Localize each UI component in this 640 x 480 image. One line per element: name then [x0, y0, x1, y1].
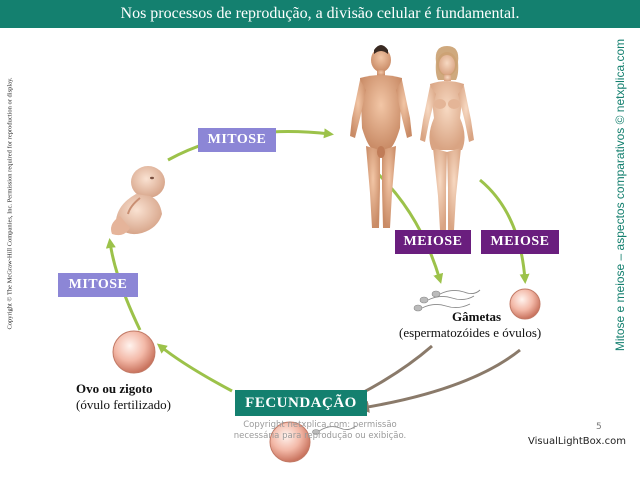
footer-copyright: Copyright netxplica.com: permissão neces…	[225, 420, 415, 442]
fecundacao-label: FECUNDAÇÃO	[235, 390, 367, 416]
arrow-female-to-gamete	[479, 178, 530, 284]
arrow-ovum-to-fecundation	[357, 348, 521, 413]
mitose-label-top: MITOSE	[198, 128, 276, 152]
footer-copyright-line2: necessária para reprodução ou exibição.	[233, 431, 407, 441]
meiose-label-female: MEIOSE	[481, 230, 559, 254]
adult-male-figure	[350, 45, 412, 228]
diagram-artwork	[105, 45, 541, 463]
fertilization-egg	[269, 421, 357, 463]
slide-title: Nos processos de reprodução, a divisão c…	[0, 0, 640, 28]
life-cycle-diagram: MITOSE MITOSE MEIOSE MEIOSE FECUNDAÇÃO G…	[0, 28, 640, 480]
gametas-subtitle: (espermatozóides e óvulos)	[399, 325, 542, 340]
fetus-figure	[111, 166, 165, 236]
site-credit-vertical: Mitose e meiose – aspectos comparativos …	[613, 38, 627, 352]
mitose-label-left: MITOSE	[58, 273, 138, 297]
watermark-text[interactable]: VisualLightBox.com	[528, 436, 626, 447]
sperm-cells	[413, 289, 481, 312]
footer-copyright-line1: Copyright netxplica.com: permissão	[243, 420, 397, 430]
arrow-fecundation-to-zygote	[156, 343, 233, 393]
adult-female-figure	[420, 46, 474, 230]
meiose-label-male: MEIOSE	[395, 230, 471, 254]
ovum-cell	[509, 288, 541, 320]
publisher-copyright-vertical: Copyright © The McGraw-Hill Companies, I…	[6, 77, 14, 330]
ovo-title: Ovo ou zigoto	[76, 381, 153, 396]
page-number: 5	[596, 422, 602, 432]
gametas-title: Gâmetas	[452, 309, 502, 324]
zygote-cell	[112, 330, 156, 374]
ovo-subtitle: (óvulo fertilizado)	[76, 397, 171, 412]
